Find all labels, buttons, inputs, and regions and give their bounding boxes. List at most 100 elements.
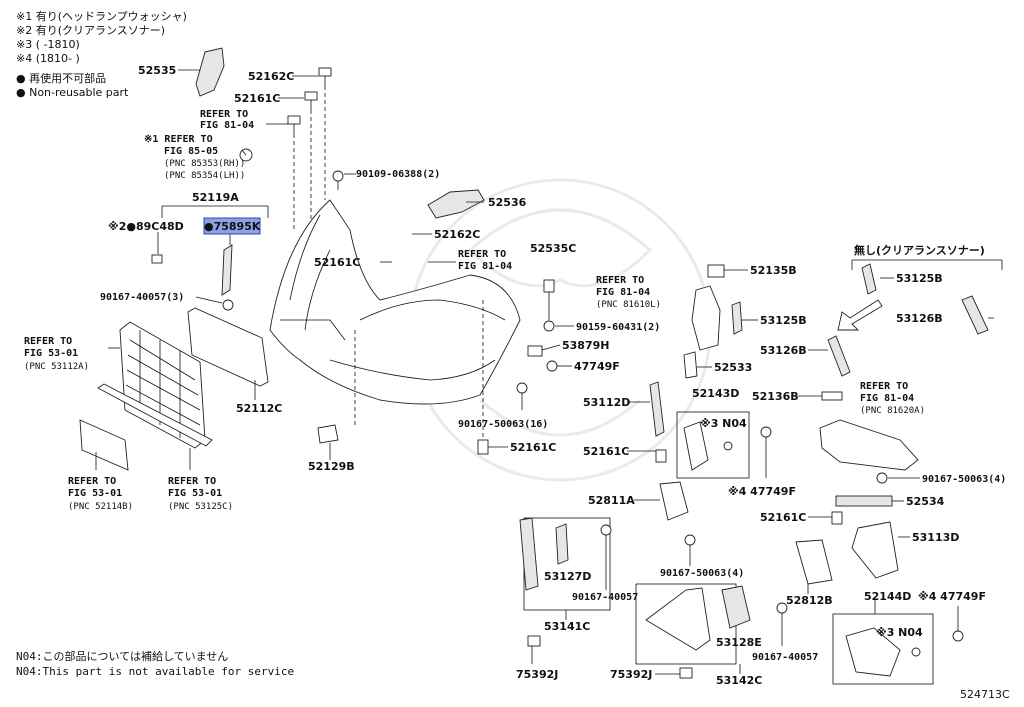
note-nonreusable-en: ● Non-reusable part bbox=[16, 86, 129, 99]
label-52533[interactable]: 52533 bbox=[714, 361, 752, 374]
label-52162C-b[interactable]: 52162C bbox=[434, 228, 480, 241]
label-fig-85-05[interactable]: FIG 85-05 bbox=[164, 146, 218, 157]
label-52129B[interactable]: 52129B bbox=[308, 460, 355, 473]
label-52536[interactable]: 52536 bbox=[488, 196, 527, 209]
label-52161C-e[interactable]: 52161C bbox=[760, 511, 806, 524]
label-52136B[interactable]: 52136B bbox=[752, 390, 799, 403]
label-52144D[interactable]: 52144D bbox=[864, 590, 911, 603]
label-fig-81-04-b[interactable]: FIG 81-04 bbox=[458, 261, 512, 272]
label-75895K[interactable]: ●75895K bbox=[204, 220, 261, 233]
label-53125B-a[interactable]: 53125B bbox=[760, 314, 807, 327]
label-53141C[interactable]: 53141C bbox=[544, 620, 590, 633]
clip-52162C-a bbox=[318, 67, 332, 86]
nut-47749F-c bbox=[952, 630, 964, 642]
cover-53126B-a bbox=[827, 335, 851, 377]
garnish-53127D bbox=[519, 517, 611, 611]
label-53127D[interactable]: 53127D bbox=[544, 570, 591, 583]
label-fig-53-01-c[interactable]: FIG 53-01 bbox=[168, 488, 222, 499]
clip-52161C-d bbox=[655, 449, 667, 463]
label-90167-50063-16[interactable]: 90167-50063(16) bbox=[458, 419, 548, 430]
sonar-cap-89C48D bbox=[151, 254, 163, 264]
label-90167-40057-3[interactable]: 90167-40057(3) bbox=[100, 292, 184, 303]
screw-90167-40057-3 bbox=[222, 299, 234, 311]
note-1: ※1 有り(ヘッドランプウォッシャ) bbox=[16, 10, 187, 23]
label-refer-to-53-01-a[interactable]: REFER TO bbox=[24, 336, 72, 347]
clip-75392J-a bbox=[527, 635, 541, 647]
label-90167-40057-a[interactable]: 90167-40057 bbox=[572, 592, 638, 603]
label-53113D[interactable]: 53113D bbox=[912, 531, 959, 544]
label-90159[interactable]: 90159-60431(2) bbox=[576, 322, 660, 333]
license-bracket bbox=[79, 419, 129, 471]
clip-52161C-a bbox=[304, 91, 318, 110]
bracket-52535 bbox=[195, 47, 225, 97]
label-fig-81-04-c[interactable]: FIG 81-04 bbox=[596, 287, 650, 298]
cover-53125B-b bbox=[861, 263, 877, 295]
label-pnc-85354: (PNC 85354(LH)) bbox=[164, 171, 245, 181]
footer-n04-en: N04:This part is not available for servi… bbox=[16, 665, 295, 678]
label-53128E[interactable]: 53128E bbox=[716, 636, 762, 649]
bracket-52534 bbox=[835, 495, 893, 507]
garnish-53142C bbox=[635, 583, 751, 665]
label-53879H[interactable]: 53879H bbox=[562, 339, 609, 352]
label-refer-to-b[interactable]: REFER TO bbox=[458, 249, 506, 260]
label-fig-81-04-a[interactable]: FIG 81-04 bbox=[200, 120, 254, 131]
label-fig-53-01-a[interactable]: FIG 53-01 bbox=[24, 348, 78, 359]
label-52161C-d[interactable]: 52161C bbox=[583, 445, 629, 458]
label-90167-50063-4b[interactable]: 90167-50063(4) bbox=[660, 568, 744, 579]
label-n04-b[interactable]: ※3 N04 bbox=[876, 626, 923, 639]
label-52135B[interactable]: 52135B bbox=[750, 264, 797, 277]
label-52534[interactable]: 52534 bbox=[906, 495, 945, 508]
label-52143D[interactable]: 52143D bbox=[692, 387, 739, 400]
label-52811A[interactable]: 52811A bbox=[588, 494, 635, 507]
label-47749F-c[interactable]: ※4 47749F bbox=[918, 590, 986, 603]
screw-90167-50063-16 bbox=[516, 382, 528, 394]
lamp-housing-81610L bbox=[691, 285, 721, 351]
figure-code: 524713C bbox=[960, 688, 1010, 701]
front-bumper-cover bbox=[269, 199, 521, 405]
note-2: ※2 有り(クリアランスソナー) bbox=[16, 24, 166, 37]
label-fig-81-04-d[interactable]: FIG 81-04 bbox=[860, 393, 914, 404]
bracket-52533 bbox=[683, 351, 698, 379]
note-3: ※3 ( -1810) bbox=[16, 38, 80, 51]
label-47749F-a[interactable]: 47749F bbox=[574, 360, 620, 373]
label-75392J-a[interactable]: 75392J bbox=[516, 668, 558, 681]
label-refer-to-c[interactable]: REFER TO bbox=[596, 275, 644, 286]
cover-53126B-b bbox=[961, 295, 989, 335]
bracket-52135B bbox=[707, 264, 725, 278]
label-52161C-a[interactable]: 52161C bbox=[234, 92, 280, 105]
label-89C48D[interactable]: ※2●89C48D bbox=[108, 220, 184, 233]
bracket-53113D bbox=[851, 521, 899, 579]
label-90109[interactable]: 90109-06388(2) bbox=[356, 169, 440, 180]
label-53112D[interactable]: 53112D bbox=[583, 396, 630, 409]
label-90167-40057-b[interactable]: 90167-40057 bbox=[752, 652, 818, 663]
label-refer-to-53-01-b[interactable]: REFER TO bbox=[68, 476, 116, 487]
label-fig-53-01-b[interactable]: FIG 53-01 bbox=[68, 488, 122, 499]
label-52812B[interactable]: 52812B bbox=[786, 594, 833, 607]
label-52535C[interactable]: 52535C bbox=[530, 242, 576, 255]
label-90167-50063-4a[interactable]: 90167-50063(4) bbox=[922, 474, 1006, 485]
label-53126B-b[interactable]: 53126B bbox=[896, 312, 943, 325]
label-53126B-a[interactable]: 53126B bbox=[760, 344, 807, 357]
label-52161C-b[interactable]: 52161C bbox=[314, 256, 360, 269]
label-75392J-b[interactable]: 75392J bbox=[610, 668, 652, 681]
label-refer-to-53-01-c[interactable]: REFER TO bbox=[168, 476, 216, 487]
label-pnc-53112A: (PNC 53112A) bbox=[24, 362, 89, 372]
label-53125B-b[interactable]: 53125B bbox=[896, 272, 943, 285]
label-pnc-81610L: (PNC 81610L) bbox=[596, 300, 661, 310]
footer-n04-jp: N04:この部品については補給していません bbox=[16, 650, 229, 663]
right-header-no-sonar: 無し(クリアランスソナー) bbox=[854, 243, 985, 257]
label-refer-to-a[interactable]: REFER TO bbox=[200, 109, 248, 120]
label-pnc-53125C: (PNC 53125C) bbox=[168, 502, 233, 512]
label-52112C[interactable]: 52112C bbox=[236, 402, 282, 415]
clip-75392J-b bbox=[679, 667, 693, 679]
label-52119A[interactable]: 52119A bbox=[192, 191, 239, 204]
label-52162C-a[interactable]: 52162C bbox=[248, 70, 294, 83]
label-53142C[interactable]: 53142C bbox=[716, 674, 762, 687]
label-52161C-c[interactable]: 52161C bbox=[510, 441, 556, 454]
clip-53879H bbox=[527, 345, 543, 357]
label-n04-a[interactable]: ※3 N04 bbox=[700, 417, 747, 430]
label-refer-to-85-05[interactable]: ※1 REFER TO bbox=[144, 134, 213, 145]
label-refer-to-d[interactable]: REFER TO bbox=[860, 381, 908, 392]
label-52535[interactable]: 52535 bbox=[138, 64, 176, 77]
label-47749F-b[interactable]: ※4 47749F bbox=[728, 485, 796, 498]
